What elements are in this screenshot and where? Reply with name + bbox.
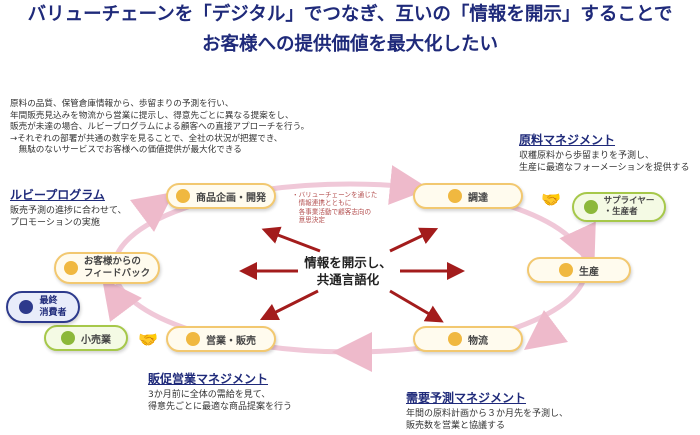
- section-demand-forecast: 需要予測マネジメント 年間の原料計画から３か月先を予測し、 販売数を営業と協議す…: [406, 389, 568, 432]
- node-label: 営業・販売: [206, 335, 256, 347]
- node-label: 調達: [468, 192, 488, 204]
- intro-line: →それぞれの部署が共通の数字を見ることで、全社の状況が把握でき、: [10, 133, 283, 144]
- note-line: ・バリューチェーンを通じた: [292, 191, 378, 199]
- node-procurement: 調達: [413, 183, 523, 209]
- node-label: フィードバック: [83, 268, 151, 279]
- center-arrow: [259, 289, 319, 321]
- section-sales-promotion: 販促営業マネジメント 3か月前に全体の需給を見て、 得意先ごとに最適な商品提案を…: [148, 370, 292, 413]
- node-end-consumer: 最終 消費者: [6, 291, 80, 323]
- section-raw-material: 原料マネジメント 収穫原料から歩留まりを予測し、 生産に最適なフォーメーションを…: [519, 131, 689, 174]
- center-line: 情報を開示し、: [304, 255, 392, 270]
- node-sales: 営業・販売: [166, 326, 276, 352]
- node-customer-feedback: お客様からの フィードバック: [54, 252, 160, 284]
- factory-icon: [559, 263, 573, 277]
- node-label: 小売業: [81, 334, 111, 346]
- section-description: 収穫原料から歩留まりを予測し、 生産に最適なフォーメーションを提供する: [519, 150, 689, 174]
- section-ruby-program: ルビープログラム 販売予測の進捗に合わせて、 プロモーションの実施: [10, 186, 127, 229]
- cart-icon: [61, 331, 75, 345]
- node-label: サプライヤー: [603, 196, 655, 206]
- node-label: 商品企画・開発: [196, 192, 266, 204]
- node-production: 生産: [527, 257, 631, 283]
- node-product-planning: 商品企画・開発: [166, 183, 276, 209]
- cycle-arrow: [559, 221, 596, 267]
- section-description: 年間の原料計画から３か月先を予測し、 販売数を営業と協議する: [406, 408, 568, 432]
- description-line: 得意先ごとに最適な商品提案を行う: [148, 402, 293, 412]
- note-line: 情報連携とともに: [292, 199, 352, 208]
- node-label: 物流: [468, 335, 488, 347]
- node-label: 最終: [39, 296, 58, 306]
- note-line: 意思決定: [292, 216, 325, 225]
- center-arrow: [389, 227, 439, 253]
- node-label-group: サプライヤー ・生産者: [604, 196, 655, 218]
- description-line: 販売数を営業と協議する: [406, 421, 506, 431]
- center-line: 共通言語化: [316, 272, 380, 287]
- intro-line: 原料の品質、保管倉庫情報から、歩留まりの予測を行い、: [10, 99, 234, 109]
- section-heading: 需要予測マネジメント: [406, 391, 527, 405]
- sprout-icon: [583, 200, 598, 214]
- money-bag-icon: [448, 189, 462, 203]
- section-description: 販売予測の進捗に合わせて、 プロモーションの実施: [10, 205, 127, 229]
- section-heading: 販促営業マネジメント: [148, 372, 269, 386]
- center-arrow: [261, 226, 321, 253]
- node-supplier: サプライヤー ・生産者: [572, 192, 666, 222]
- person-icon: [19, 300, 34, 314]
- description-line: 年間の原料計画から３か月先を予測し、: [406, 409, 569, 419]
- node-logistics: 物流: [413, 326, 523, 352]
- page-subtitle: お客様への提供価値を最大化したい: [201, 34, 498, 55]
- node-label: 生産: [579, 266, 599, 278]
- section-description: 3か月前に全体の需給を見て、 得意先ごとに最適な商品提案を行う: [148, 389, 292, 413]
- cycle-arrow: [102, 278, 142, 322]
- node-label-group: 最終 消費者: [39, 295, 66, 319]
- node-label: お客様からの: [83, 256, 141, 267]
- note-line: 各事業活動で顧客志向の: [292, 207, 372, 216]
- cycle-arrow: [524, 310, 568, 350]
- description-line: 収穫原料から歩留まりを予測し、: [519, 151, 655, 161]
- section-heading: ルビープログラム: [10, 188, 105, 202]
- center-label: 情報を開示し、 共通言語化: [298, 254, 398, 288]
- description-line: 販売予測の進捗に合わせて、: [10, 206, 127, 216]
- handshake-icon: 🤝: [541, 190, 561, 209]
- cycle-arrow: [130, 192, 174, 232]
- center-arrow: [389, 289, 444, 323]
- briefcase-icon: [186, 332, 200, 346]
- node-retail: 小売業: [44, 325, 128, 351]
- description-line: 生産に最適なフォーメーションを提供する: [519, 163, 690, 173]
- description-line: 3か月前に全体の需給を見て、: [148, 390, 271, 400]
- intro-line: 無駄のないサービスでお客様への価値提供が最大化できる: [10, 145, 242, 156]
- cycle-arrow: [388, 165, 430, 205]
- node-label: 消費者: [39, 308, 67, 318]
- description-line: プロモーションの実施: [10, 218, 100, 228]
- intro-line: 年間販売見込みを物流から営業に提示し、得意先ごとに異なる提案をし、: [10, 110, 294, 121]
- handshake-icon: 🤝: [138, 330, 158, 349]
- boxes-icon: [448, 332, 462, 346]
- node-label: ・生産者: [603, 207, 638, 217]
- chart-icon: [63, 261, 78, 275]
- intro-line: 販売が未達の場合、ルビープログラムによる顧客への直接アプローチを行う。: [10, 122, 310, 133]
- node-label-group: お客様からの フィードバック: [84, 256, 150, 280]
- value-chain-note: ・バリューチェーンを通じた 情報連携とともに 各事業活動で顧客志向の 意思決定: [292, 191, 377, 225]
- section-heading: 原料マネジメント: [519, 133, 616, 147]
- intro-text: 原料の品質、保管倉庫情報から、歩留まりの予測を行い、 年間販売見込みを物流から営…: [10, 99, 309, 157]
- page-title: バリューチェーンを「デジタル」でつなぎ、互いの「情報を開示」することで: [27, 4, 673, 25]
- lightbulb-icon: [176, 189, 190, 203]
